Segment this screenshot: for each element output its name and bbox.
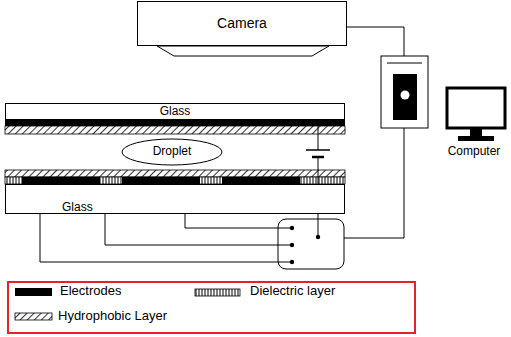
electrode-wire	[185, 214, 292, 228]
legend-label: Dielectric layer	[250, 284, 335, 298]
legend-swatch	[195, 289, 240, 296]
control-unit	[381, 56, 428, 128]
top-hydrophobic-layer	[5, 126, 345, 134]
switch-box	[278, 219, 344, 269]
node-label: Droplet	[153, 145, 192, 158]
switch-terminal	[290, 260, 294, 264]
camera-lens	[157, 46, 329, 56]
control-wire	[344, 128, 404, 238]
monitor-neck	[470, 128, 482, 136]
legend-label: Electrodes	[60, 284, 121, 298]
bottom-hydrophobic-layer	[5, 170, 345, 177]
legend-label: Hydrophobic Layer	[58, 309, 167, 323]
glass-plate: Glass	[5, 184, 345, 214]
control-unit-line	[387, 63, 422, 64]
electrode-wire	[105, 214, 292, 245]
node-label: Glass	[62, 201, 93, 214]
bottom-electrode	[122, 177, 200, 184]
dielectric-layer	[5, 177, 345, 184]
camera-box: Camera	[137, 1, 347, 46]
top-electrode	[5, 120, 345, 126]
electrode-wire	[40, 214, 292, 262]
computer: Computer	[440, 142, 508, 162]
node-label: Computer	[448, 145, 501, 158]
switch-terminal	[290, 243, 294, 247]
bottom-electrode	[22, 177, 100, 184]
node-label: Camera	[217, 16, 267, 31]
droplet: Droplet	[121, 138, 223, 166]
top-electrode-wire	[318, 123, 345, 150]
legend-frame	[8, 282, 415, 333]
node-label: Glass	[160, 105, 191, 118]
control-unit-knob	[401, 91, 410, 100]
bottom-electrode	[222, 177, 300, 184]
switch-terminal	[290, 226, 294, 230]
monitor-screen	[447, 88, 505, 128]
monitor-base	[458, 136, 494, 141]
control-unit-panel	[393, 74, 417, 120]
legend-swatch	[15, 288, 52, 296]
legend-swatch	[15, 313, 52, 320]
camera-cable	[347, 27, 404, 56]
switch-terminal	[316, 235, 320, 239]
glass-plate: Glass	[5, 103, 345, 120]
battery-symbol	[306, 149, 330, 151]
